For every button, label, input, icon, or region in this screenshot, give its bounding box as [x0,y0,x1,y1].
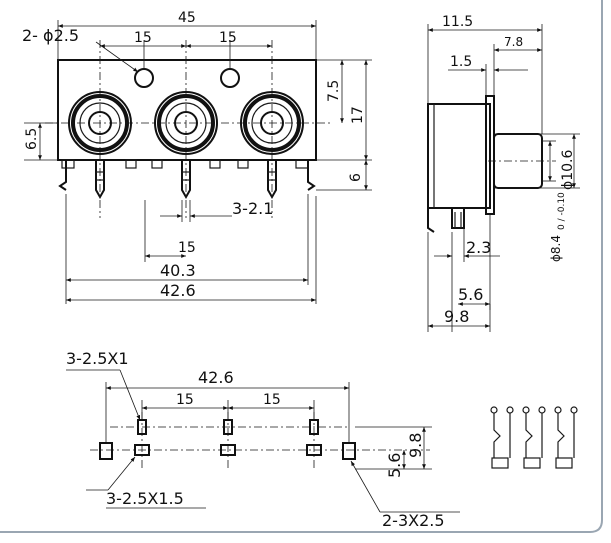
side-pin [451,207,465,229]
front-body [57,59,317,161]
dim-height-a: 7.5 [326,80,342,102]
pcb-slot-bottom-3 [306,444,322,456]
dim-pin-height: 6 [348,173,364,182]
dim-pitch-b: 15 [219,30,237,46]
slot-spec-bottom: 3-2.5X1.5 [106,489,184,508]
mount-hole-right [220,68,240,88]
dim-d-b: 1.5 [450,54,472,70]
dim-d-c: 2.3 [466,238,491,257]
front-feet [61,159,309,169]
pcb-h-a: 5.6 [385,453,404,478]
terminal-schematic [490,406,578,469]
dim-width-top: 45 [178,10,196,26]
pcb-slot-bottom-1 [134,444,150,456]
pcb-pitch-b: 15 [263,392,281,408]
pcb-h-b: 9.8 [406,433,425,458]
dim-d-a: 7.8 [504,35,523,49]
slot-spec-top: 3-2.5X1 [66,349,129,368]
side-view: 11.5 7.8 1.5 ϕ10.6 ϕ8.4 0 / -0.10 2.3 5.… [427,14,580,332]
dim-width-b: 42.6 [160,281,196,300]
pcb-pitch-a: 15 [176,392,194,408]
dim-pin-spec: 3-2.1 [232,199,273,218]
pad-spec: 2-3X2.5 [382,511,445,530]
pcb-pad-right [342,442,356,460]
pcb-layout: 3-2.5X1 42.6 15 15 [66,349,460,530]
dim-hole-spec: 2- ϕ2.5 [22,26,79,45]
dim-d-d: 5.6 [458,285,483,304]
side-body [427,103,491,209]
dim-left-height: 6.5 [24,128,40,150]
dim-diameter-a: ϕ10.6 [560,150,576,191]
pcb-width: 42.6 [198,368,234,387]
side-hook [427,208,435,233]
dim-pitch-bottom: 15 [178,240,196,256]
dim-width-a: 40.3 [160,261,196,280]
side-barrel [493,133,543,189]
pcb-slot-bottom-2 [220,444,236,456]
dim-tolerance: 0 / -0.10 [557,192,567,230]
hook-right [307,160,316,191]
dim-pitch-a: 15 [134,30,152,46]
front-view: 45 2- ϕ2.5 15 15 7.5 17 6.5 6 3-2.1 [22,10,372,304]
dim-diameter-b: ϕ8.4 [549,235,563,262]
dim-height-b: 17 [350,106,366,124]
pcb-pad-left [99,442,113,460]
dim-d-e: 9.8 [444,307,469,326]
page-frame [0,0,603,533]
hook-left [58,160,67,191]
dim-depth: 11.5 [442,14,473,30]
